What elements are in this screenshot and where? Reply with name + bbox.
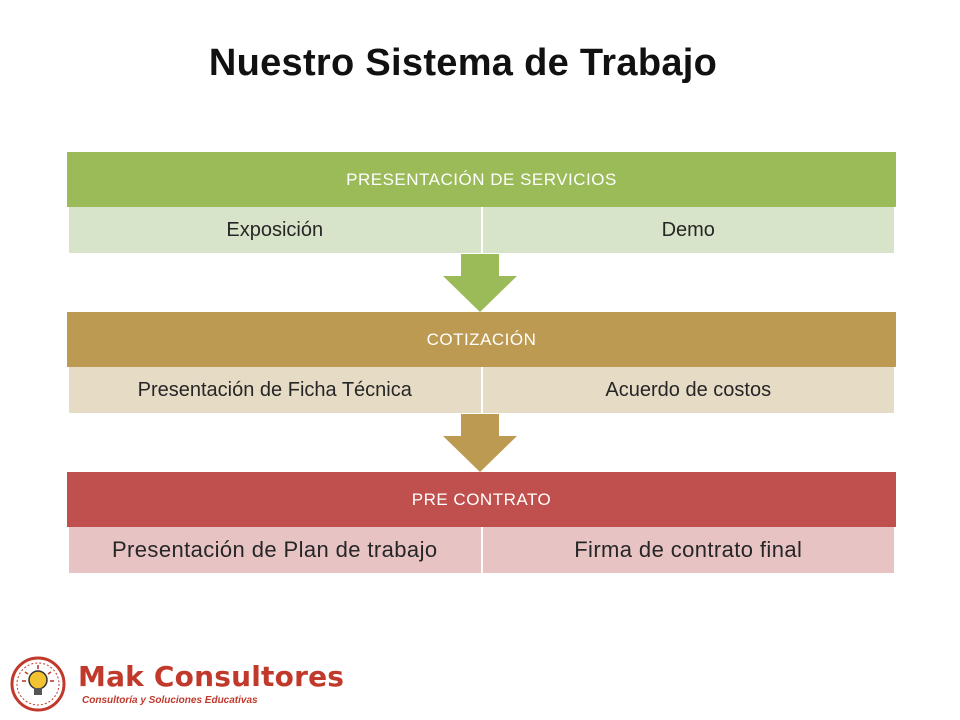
stage-header: PRE CONTRATO <box>67 472 896 527</box>
page-title: Nuestro Sistema de Trabajo <box>208 42 718 84</box>
stage-item: Exposición <box>69 207 481 253</box>
stage-items-row: Presentación de Plan de trabajo Firma de… <box>67 527 896 575</box>
stage-cotizacion: COTIZACIÓN Presentación de Ficha Técnica… <box>67 312 896 415</box>
logo-tagline: Consultoría y Soluciones Educativas <box>82 695 258 706</box>
logo-name: Mak Consultores <box>78 660 345 693</box>
stage-pre-contrato: PRE CONTRATO Presentación de Plan de tra… <box>67 472 896 575</box>
stage-item: Demo <box>480 207 894 253</box>
lightbulb-seal-icon <box>10 656 66 712</box>
down-arrow-icon <box>443 254 517 312</box>
stage-items-row: Presentación de Ficha Técnica Acuerdo de… <box>67 367 896 415</box>
company-logo: Mak Consultores Consultoría y Soluciones… <box>8 656 368 712</box>
stage-item: Acuerdo de costos <box>480 367 894 413</box>
down-arrow-icon <box>443 414 517 472</box>
stage-item: Presentación de Plan de trabajo <box>69 527 481 573</box>
stage-presentacion-servicios: PRESENTACIÓN DE SERVICIOS Exposición Dem… <box>67 152 896 255</box>
stage-items-row: Exposición Demo <box>67 207 896 255</box>
stage-item: Presentación de Ficha Técnica <box>69 367 481 413</box>
stage-header: COTIZACIÓN <box>67 312 896 367</box>
stage-header: PRESENTACIÓN DE SERVICIOS <box>67 152 896 207</box>
stage-item: Firma de contrato final <box>480 527 894 573</box>
